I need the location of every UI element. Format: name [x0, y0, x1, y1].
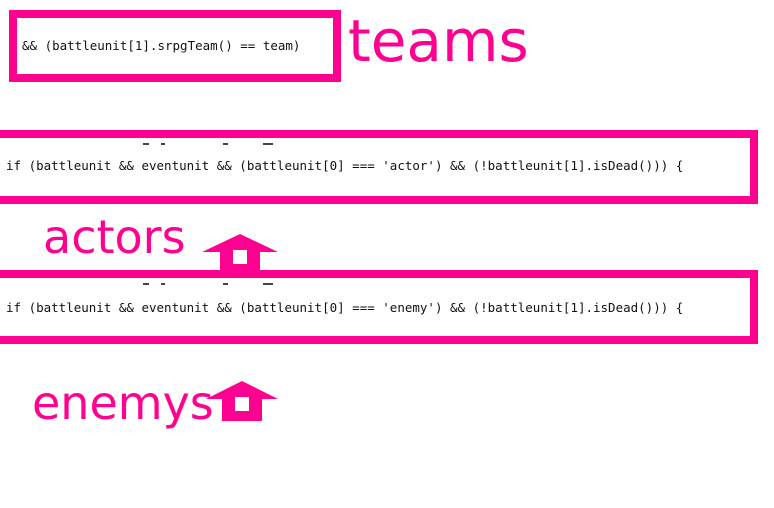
up-arrow-icon [202, 234, 278, 274]
actors-code-box: if (battleunit && eventunit && (battleun… [0, 130, 758, 204]
teams-code-line: && (battleunit[1].srpgTeam() == team) [22, 38, 301, 53]
enemys-code-box: if (battleunit && eventunit && (battleun… [0, 270, 758, 344]
enemys-code-line: if (battleunit && eventunit && (battleun… [6, 300, 684, 315]
teams-code-box: && (battleunit[1].srpgTeam() == team) [9, 10, 341, 82]
actors-code-line: if (battleunit && eventunit && (battleun… [6, 158, 684, 173]
enemys-label: enemys [32, 376, 214, 430]
up-arrow-icon [206, 381, 278, 421]
clipped-text-fragment [143, 278, 303, 286]
teams-label: teams [348, 7, 529, 75]
clipped-text-fragment [143, 138, 303, 146]
actors-label: actors [43, 210, 186, 264]
